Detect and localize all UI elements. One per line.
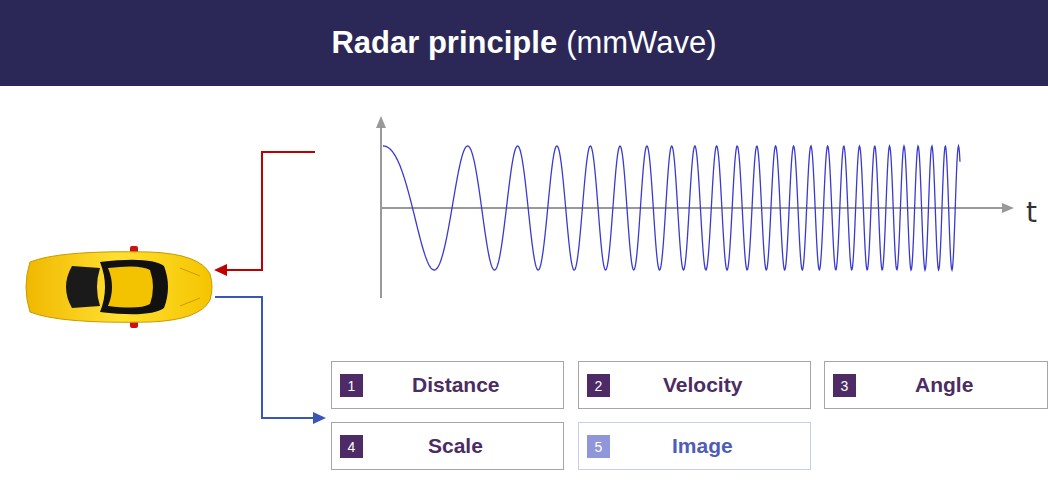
callout-number: 5 [587, 435, 610, 458]
feature-box: 5 Image [578, 422, 811, 470]
title-band: Radar principle (mmWave) [0, 0, 1048, 86]
tx-head [214, 264, 227, 276]
t-axis-head [1002, 203, 1014, 213]
chirp-wave [383, 146, 960, 270]
callout-number: 3 [833, 374, 856, 397]
tx-line [226, 152, 315, 270]
callout-number: 4 [340, 435, 363, 458]
axis-label: t [1026, 196, 1037, 229]
y-axis [380, 124, 382, 298]
car [26, 246, 212, 328]
feature-box: 1 Distance [331, 361, 564, 409]
y-axis-head [376, 116, 386, 128]
feature-label: Image [672, 434, 733, 458]
feature-label: Scale [428, 434, 483, 458]
feature-box: 4 Scale [331, 422, 564, 470]
feature-box: 3 Angle [824, 361, 1048, 409]
subtitle: (mmWave) [566, 25, 716, 61]
feature-label: Velocity [663, 373, 742, 397]
rx-line [215, 297, 314, 418]
callout-number: 1 [340, 374, 363, 397]
rx-head [313, 412, 326, 424]
feature-box: 2 Velocity [578, 361, 811, 409]
title: Radar principle [331, 25, 557, 61]
callout-number: 2 [587, 374, 610, 397]
t-axis [381, 207, 1004, 209]
feature-label: Distance [412, 373, 500, 397]
feature-label: Angle [915, 373, 973, 397]
